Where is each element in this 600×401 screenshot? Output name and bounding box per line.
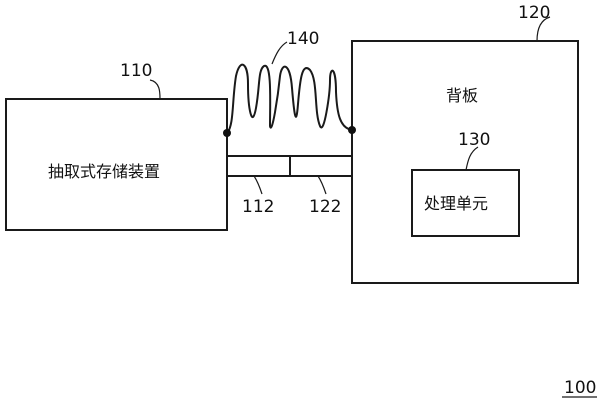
leader-120 — [536, 16, 551, 42]
storage-device-name: 抽取式存储装置 — [48, 162, 160, 181]
leader-112 — [253, 175, 263, 195]
connector-122 — [289, 155, 353, 177]
processing-unit-box — [411, 169, 520, 237]
ref-110: 110 — [120, 61, 152, 81]
backplane-box — [351, 40, 579, 284]
figure-label: 100 — [564, 378, 596, 398]
connector-112 — [226, 155, 291, 177]
leader-140 — [271, 41, 288, 65]
cable-endpoint-device — [223, 129, 231, 137]
leader-122 — [317, 175, 327, 195]
cable-140 — [226, 63, 353, 134]
leader-110 — [149, 79, 161, 100]
processing-unit-name: 处理单元 — [424, 194, 488, 213]
ref-130: 130 — [458, 130, 490, 150]
ref-140: 140 — [287, 29, 319, 49]
ref-122: 122 — [309, 197, 341, 217]
ref-112: 112 — [242, 197, 274, 217]
backplane-name: 背板 — [446, 86, 478, 105]
storage-device-box — [5, 98, 228, 231]
ref-120: 120 — [518, 3, 550, 23]
cable-endpoint-backplane — [348, 126, 356, 134]
leader-130 — [465, 146, 479, 171]
